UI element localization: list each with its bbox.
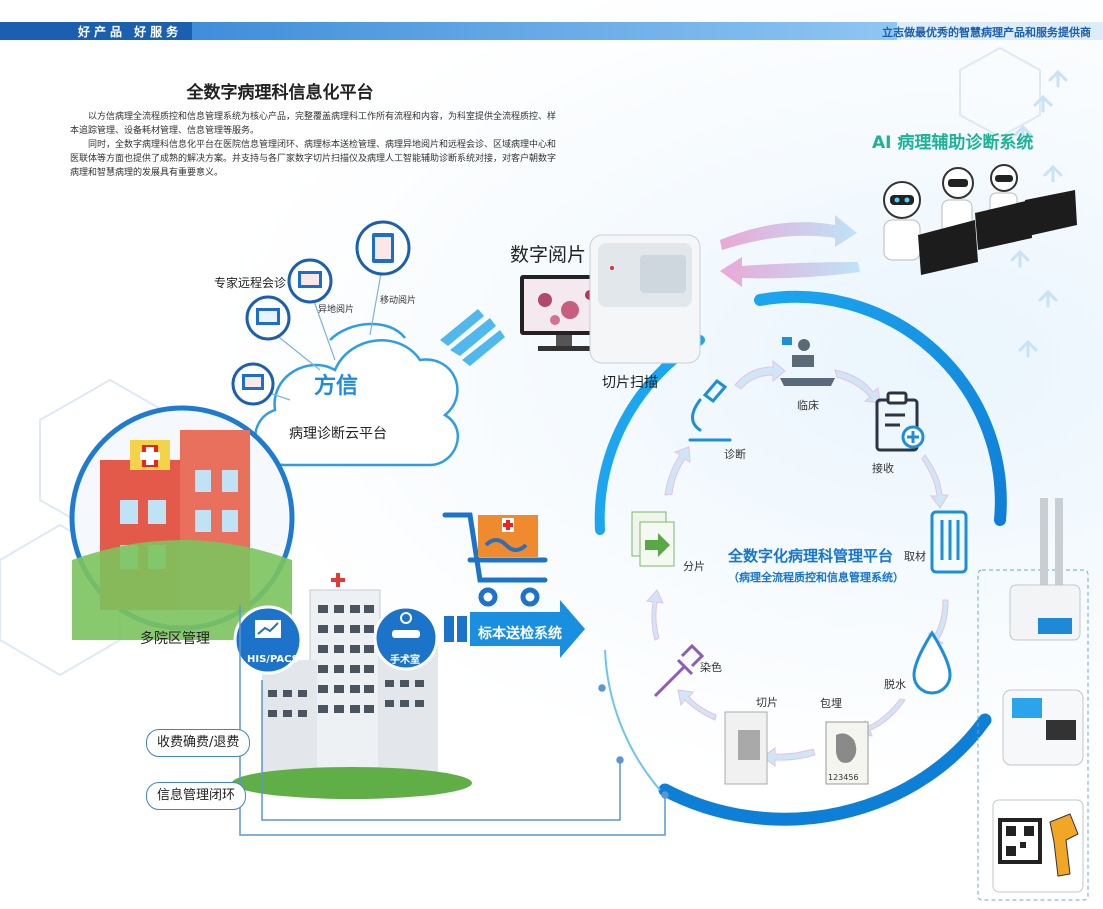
step-sorting-label: 分片 — [683, 560, 705, 573]
his-pacs-badge — [233, 605, 303, 675]
clinical-doctor-icon — [780, 337, 835, 386]
specimen-system-label: 标本送检系统 — [478, 626, 562, 642]
microscope-icon — [688, 378, 732, 442]
step-dehydration-label: 脱水 — [884, 678, 906, 691]
platform-subtitle: （病理全流程质控和信息管理系统） — [728, 571, 904, 584]
intro-paragraph-1: 以方信病理全流程质控和信息管理系统为核心产品，完整覆盖病理科工作所有流程和内容，… — [70, 112, 557, 136]
multi-campus-label: 多院区管理 — [140, 631, 210, 647]
step-grossing-label: 取材 — [904, 550, 926, 563]
step-clinical-label: 临床 — [797, 399, 819, 412]
hospital-building-image — [232, 573, 472, 799]
info-loop-pill: 信息管理闭环 — [146, 782, 247, 810]
section-slide-icon — [724, 711, 768, 785]
digital-reading-label: 数字阅片 — [510, 244, 587, 266]
his-pacs-label: HIS/PACS — [247, 654, 299, 665]
operating-room-label: 手术室 — [390, 655, 420, 666]
grossing-tools-icon — [930, 510, 968, 574]
sync-arrows-icon — [440, 309, 505, 366]
step-embedding-label: 包埋 — [820, 697, 842, 710]
ai-system-label: AI 病理辅助诊断系统 — [872, 133, 1034, 153]
header-slogan: 好产品 好服务 — [78, 25, 183, 39]
step-sectioning-label: 切片 — [756, 696, 778, 709]
specimen-arrow — [444, 600, 585, 658]
ai-robots-image — [883, 164, 1077, 275]
cloud-shape — [254, 322, 459, 467]
header-tagline: 立志做最优秀的智慧病理产品和服务提供商 — [882, 26, 1091, 39]
device-panel — [977, 498, 1089, 901]
specimen-box-image — [478, 515, 538, 557]
mobile-reading-label: 移动阅片 — [380, 296, 417, 306]
billing-pill: 收费确费/退费 — [146, 729, 251, 757]
embedding-cassette-icon — [825, 721, 869, 785]
step-staining-label: 染色 — [700, 661, 722, 674]
cloud-platform-name: 病理诊断云平台 — [289, 426, 387, 442]
hospital-circle-image — [69, 405, 295, 640]
intro-title: 全数字病理科信息化平台 — [186, 83, 374, 103]
document-arrow-icon — [631, 511, 675, 567]
slide-scanning-label: 切片扫描 — [602, 375, 658, 391]
info-loop-lines — [230, 605, 669, 836]
specimen-cart-image — [442, 512, 548, 607]
dropper-icon — [653, 643, 705, 698]
clipboard-plus-icon — [875, 391, 925, 452]
remote-monitor-icons — [231, 220, 411, 406]
slide-scanner-image — [520, 234, 701, 364]
reader-ai-arrows — [720, 215, 860, 287]
intro-paragraph-2: 同时，全数字病理科信息化平台在医院信息管理闭环、病理标本送检管理、病理异地阅片和… — [70, 140, 557, 178]
operating-room-badge — [373, 605, 439, 671]
cloud-brand: 方信 — [314, 374, 359, 399]
offsite-reading-label: 异地阅片 — [318, 305, 355, 315]
platform-title: 全数字化病理科管理平台 — [728, 547, 894, 565]
water-drop-icon — [912, 630, 952, 695]
step-receive-label: 接收 — [872, 462, 894, 475]
remote-consult-label: 专家远程会诊 — [214, 276, 287, 290]
step-diagnosis-label: 诊断 — [724, 448, 746, 461]
cassette-number: 123456 — [828, 773, 859, 782]
header-bar — [0, 22, 1103, 40]
